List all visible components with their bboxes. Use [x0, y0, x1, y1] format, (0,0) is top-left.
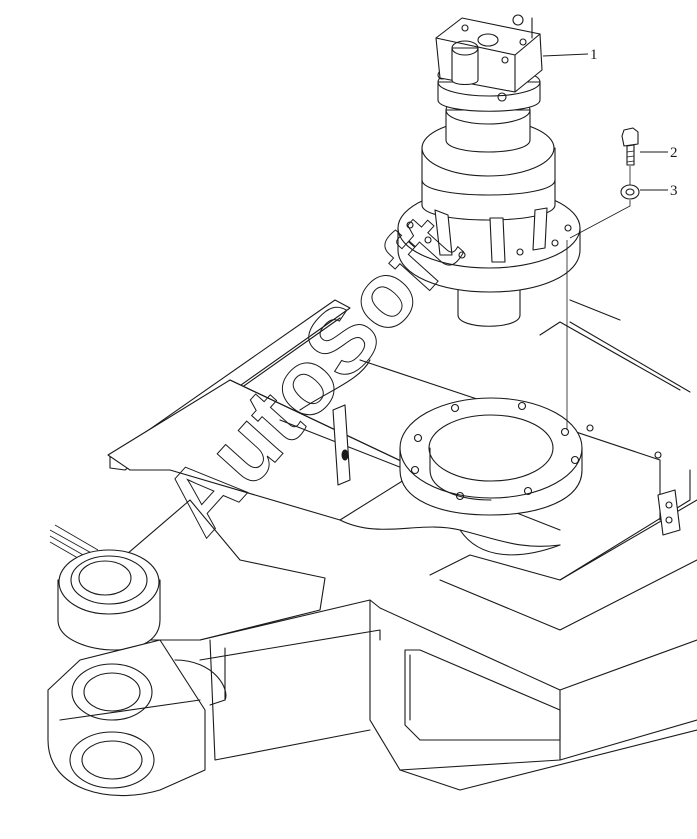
callout-1: 1 [542, 47, 598, 63]
callout-2: 2 [640, 145, 678, 161]
washer [620, 184, 640, 200]
frame-post [299, 359, 371, 486]
pin-boss-upper [57, 549, 161, 651]
mounting-ring [399, 397, 662, 516]
bolt [621, 127, 639, 166]
alignment-lines [566, 166, 631, 430]
callout-3: 3 [640, 183, 678, 199]
side-bracket [657, 489, 681, 536]
swing-motor-assembly [397, 14, 581, 327]
callout-number-1: 1 [590, 47, 598, 63]
callout-number-2: 2 [670, 145, 678, 161]
callout-number-3: 3 [670, 183, 678, 199]
pin-hub-lower [47, 639, 227, 797]
